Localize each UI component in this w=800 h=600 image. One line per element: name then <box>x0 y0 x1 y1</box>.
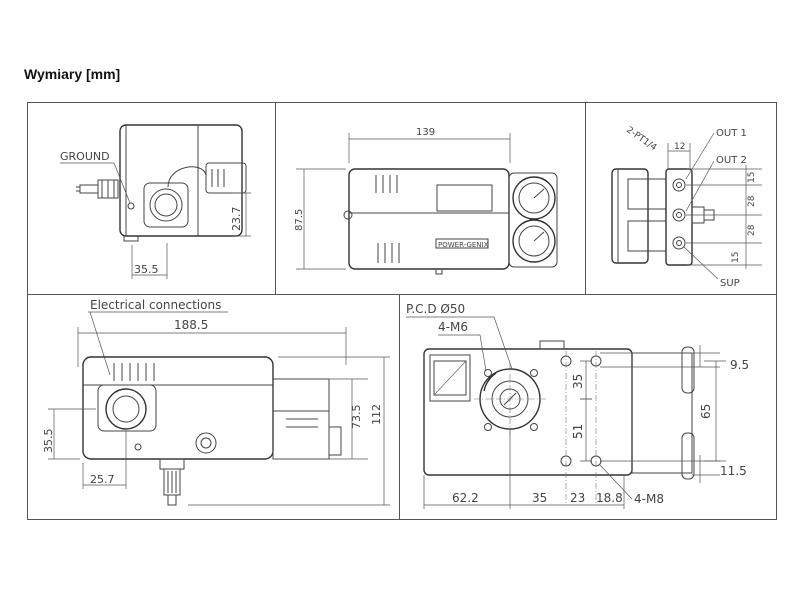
dim-112: 112 <box>370 404 383 425</box>
out2-label: OUT 2 <box>716 155 747 166</box>
dim-35-h: 35 <box>532 491 547 505</box>
brand-plate: POWER-GENIX <box>438 241 489 249</box>
dim-139: 139 <box>416 127 435 138</box>
dim-28-a: 28 <box>747 195 757 207</box>
dim-11-5: 11.5 <box>720 464 747 478</box>
electrical-view-drawing: Electrical connections 188.5 35.5 25.7 <box>42 298 390 506</box>
dim-35-5-elec: 35.5 <box>42 429 55 454</box>
side-view-panel: GROUND 35.5 23.7 <box>27 102 276 295</box>
port-thread-label: 2-PT1/4 <box>624 125 658 153</box>
dim-35-v: 35 <box>571 374 585 389</box>
out1-label: OUT 1 <box>716 128 747 139</box>
dim-12: 12 <box>674 142 685 152</box>
front-view-drawing: 139 POWER-GENIX 87.5 <box>294 127 558 275</box>
electrical-view-panel: Electrical connections 188.5 35.5 25.7 <box>27 294 400 520</box>
ground-label: GROUND <box>60 150 110 163</box>
dim-87-5: 87.5 <box>294 209 305 231</box>
dim-23: 23 <box>570 491 585 505</box>
dim-62-2: 62.2 <box>452 491 479 505</box>
dim-15-top: 15 <box>747 172 757 183</box>
dim-9-5: 9.5 <box>730 358 749 372</box>
dim-73-5: 73.5 <box>350 405 363 430</box>
dim-23-7: 23.7 <box>230 207 243 232</box>
dim-18-8: 18.8 <box>596 491 623 505</box>
dim-65: 65 <box>699 404 713 419</box>
side-view-drawing: GROUND 35.5 23.7 <box>60 124 251 279</box>
port-view-panel: 2-PT1/4 OUT 1 OUT 2 SUP 12 15 28 28 15 <box>585 102 777 295</box>
electrical-connections-label: Electrical connections <box>90 298 221 312</box>
dim-15-bottom: 15 <box>731 252 741 263</box>
dim-188-5: 188.5 <box>174 318 208 332</box>
m8-label: 4-M8 <box>634 492 664 506</box>
dim-25-7: 25.7 <box>90 473 115 486</box>
sup-label: SUP <box>720 278 740 289</box>
dim-35-5: 35.5 <box>134 263 159 276</box>
pcd-label: P.C.D Ø50 <box>406 302 465 316</box>
mounting-view-drawing: P.C.D Ø50 4-M6 9.5 65 11.5 35 51 62.2 35… <box>406 302 749 509</box>
dim-28-b: 28 <box>747 224 757 236</box>
port-view-drawing: 2-PT1/4 OUT 1 OUT 2 SUP 12 15 28 28 15 <box>611 125 762 289</box>
front-view-panel: 139 POWER-GENIX 87.5 <box>275 102 586 295</box>
mounting-view-panel: P.C.D Ø50 4-M6 9.5 65 11.5 35 51 62.2 35… <box>399 294 777 520</box>
m6-label: 4-M6 <box>438 320 468 334</box>
dim-51: 51 <box>571 424 585 439</box>
page-title: Wymiary [mm] <box>24 66 121 82</box>
